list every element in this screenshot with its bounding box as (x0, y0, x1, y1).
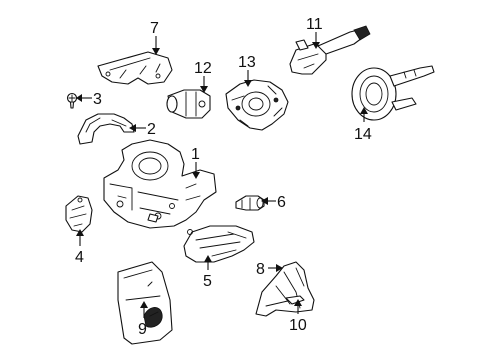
part-5-lower-housing (183, 225, 255, 263)
callout-6: 6 (277, 194, 286, 211)
part-13-switch-assembly (225, 79, 289, 131)
part-7-upper-shroud (97, 51, 173, 85)
part-6-lock-cylinder (235, 195, 265, 211)
part-14-clock-spring (351, 65, 435, 121)
part-10-clip (285, 295, 305, 305)
callout-7: 7 (150, 20, 159, 37)
callout-4: 4 (75, 249, 84, 266)
callout-5: 5 (203, 273, 212, 290)
callout-1: 1 (191, 146, 200, 163)
callout-10: 10 (289, 317, 307, 334)
callout-12: 12 (194, 60, 212, 77)
callout-11: 11 (306, 16, 323, 33)
part-11-multifunction-switch (289, 25, 371, 75)
part-3-screw (66, 92, 78, 109)
callout-9: 9 (138, 321, 147, 338)
callout-2: 2 (147, 121, 156, 138)
leader-lines (76, 32, 368, 318)
callout-14: 14 (354, 126, 372, 143)
callout-8: 8 (256, 261, 265, 278)
callout-numbers: 7 3 2 1 4 6 5 9 8 10 11 12 13 14 (75, 16, 372, 338)
part-1-lock-housing (103, 139, 217, 229)
part-4-switch (65, 195, 93, 233)
callout-13: 13 (238, 54, 256, 71)
part-2-bracket (77, 113, 135, 145)
callout-3: 3 (93, 91, 102, 108)
part-12-ignition-switch (166, 89, 211, 119)
